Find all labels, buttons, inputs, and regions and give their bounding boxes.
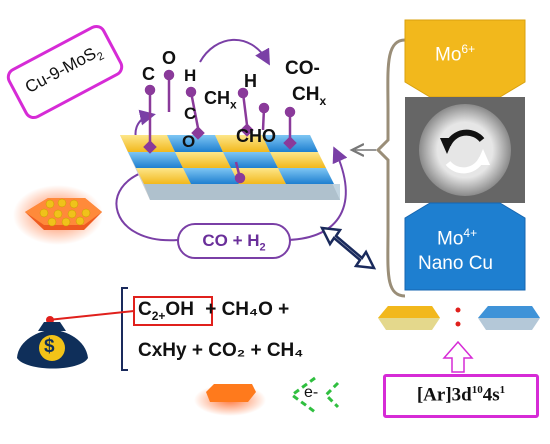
- electron-arrow-icon: [289, 376, 340, 414]
- label-cho: CHO: [236, 126, 276, 146]
- cycle-ring: [115, 169, 179, 242]
- product-c2-sub: 2+: [151, 308, 166, 323]
- pointer-line: [47, 310, 135, 321]
- cycle-arrow-top: [199, 38, 270, 66]
- label-ch: CH: [204, 88, 230, 108]
- label-c2: C: [184, 104, 197, 123]
- label-ch2: CH: [292, 84, 320, 105]
- config-sup1: 10: [471, 384, 483, 396]
- syngas-sub: 2: [259, 241, 266, 254]
- config-sup2: 1: [499, 384, 506, 396]
- label-o2: O: [182, 132, 196, 151]
- label-ch-sub: x: [230, 97, 237, 112]
- mo6-sup: 6+: [461, 42, 476, 56]
- label-chx-2: CHx: [292, 84, 326, 108]
- label-o: O: [162, 48, 177, 68]
- mo6-tile-icon: [378, 306, 440, 330]
- cu-nanoparticle-icon: [13, 185, 103, 245]
- pink-up-arrow: [442, 340, 474, 373]
- label-ch2-sub: x: [319, 93, 327, 108]
- syngas-co: CO: [202, 231, 228, 250]
- orange-block-icon: [194, 384, 266, 416]
- syngas-h: H: [247, 231, 260, 250]
- mo4-sup: 4+: [463, 226, 478, 240]
- config-mid: 4s: [482, 384, 500, 406]
- config-pre: [Ar]3d: [416, 384, 472, 406]
- mo4-tile-icon: [478, 306, 540, 330]
- redox-cycle-icon: [440, 129, 490, 174]
- cycle-ring-right: [287, 146, 348, 241]
- c2oh-highlight-box: [133, 296, 213, 326]
- syngas-label: CO + H2: [178, 231, 290, 253]
- adsorbate-sticks: [143, 69, 297, 184]
- product-line-2: CxHy + CO₂ + CH₄: [138, 340, 304, 361]
- product-c2: C: [138, 299, 152, 320]
- nano-cu-label: Nano Cu: [418, 253, 493, 274]
- product-line-1: C2+OH + CH₄O +: [138, 299, 289, 323]
- mo6-label: Mo6+: [435, 42, 475, 66]
- label-h1: H: [184, 66, 197, 85]
- label-h2: H: [244, 71, 257, 91]
- catalyst-surface: [120, 135, 340, 200]
- switch-ring: [419, 104, 511, 196]
- electron-label: e-: [304, 384, 319, 401]
- product-oh: OH: [165, 299, 194, 320]
- label-c: C: [142, 64, 155, 84]
- colon-dots: [455, 307, 461, 327]
- syngas-oval: [177, 223, 291, 259]
- product-rest: + CH₄O +: [205, 299, 290, 320]
- product-bracket: [121, 287, 128, 371]
- money-bag-icon: [17, 322, 88, 369]
- mo6-base: Mo: [435, 44, 462, 66]
- mo4-base: Mo: [437, 228, 464, 250]
- dollar-icon: $: [44, 336, 55, 357]
- label-chx: CHx: [204, 88, 237, 112]
- mo4-block: [404, 202, 526, 291]
- electron-config-badge: [Ar]3d104s1: [383, 374, 539, 418]
- syngas-plus: +: [232, 231, 243, 250]
- state-bracket: [375, 38, 406, 298]
- label-co-dash: CO-: [285, 58, 320, 79]
- oxidation-state-panel: [404, 19, 526, 291]
- mo4-label: Mo4+: [437, 226, 477, 250]
- exchange-double-arrow: [319, 226, 377, 270]
